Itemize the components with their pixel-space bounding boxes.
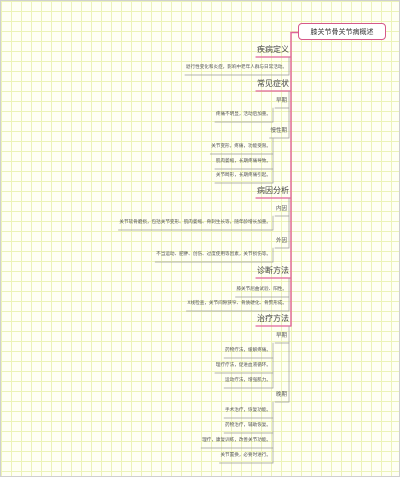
leaf-treatment-late-2: 药物治疗，辅助恢复。 [225, 423, 271, 428]
leaf-symptoms-chronic-2: 肌肉萎缩，长期疼痛导致。 [215, 159, 271, 164]
leaf-diagnosis-1: 膝关节屈曲试验、阳性。 [236, 287, 287, 292]
branch-symptoms[interactable]: 常见症状 [257, 79, 289, 88]
group-symptoms-early[interactable]: 早期 [275, 98, 287, 104]
branch-definition[interactable]: 疾病定义 [257, 45, 289, 54]
group-causes-external[interactable]: 外因 [275, 238, 287, 244]
leaf-treatment-late-3: 理疗，康复训练，改善关节功能。 [202, 438, 271, 443]
group-treatment-early[interactable]: 早期 [275, 333, 287, 339]
group-symptoms-chronic[interactable]: 慢性期 [270, 128, 287, 134]
leaf-treatment-late-1: 手术治疗，恢复功能。 [225, 408, 271, 413]
leaf-treatment-early-2: 理疗疗法，促进血液循环。 [215, 363, 271, 368]
leaf-treatment-late-4: 关节置换，必要时进行。 [220, 453, 271, 458]
leaf-causes-internal-1: 关节软骨磨损，包括关节变形、肌肉萎缩、骨刺生长等，随年龄增长加重。 [119, 220, 271, 225]
leaf-definition-1: 退行性变化和炎症，影响中老年人群与日常活动。 [185, 65, 287, 70]
leaf-diagnosis-2: X线检查，关节间隙狭窄、骨质硬化、骨赘形成。 [187, 301, 287, 306]
leaf-symptoms-early-1: 疼痛不明显，活动后加重。 [215, 112, 271, 117]
group-treatment-late[interactable]: 晚期 [275, 392, 287, 398]
leaf-symptoms-chronic-3: 关节畸形，长期疼痛引起。 [215, 173, 271, 178]
branch-treatment[interactable]: 治疗方法 [257, 314, 289, 323]
branch-diagnosis[interactable]: 诊断方法 [257, 266, 289, 275]
leaf-treatment-early-3: 运动疗法，增强肌力。 [225, 378, 271, 383]
root-node[interactable]: 膝关节骨关节病概述 [298, 23, 386, 40]
leaf-causes-external-1: 不当运动、肥胖、创伤、过度使用等因素，关节损伤等。 [156, 252, 271, 257]
leaf-symptoms-chronic-1: 关节变形，疼痛，功能受限。 [211, 144, 271, 149]
group-causes-internal[interactable]: 内因 [275, 206, 287, 212]
leaf-treatment-early-1: 药物疗法，缓解疼痛。 [225, 348, 271, 353]
branch-causes[interactable]: 病因分析 [257, 186, 289, 195]
